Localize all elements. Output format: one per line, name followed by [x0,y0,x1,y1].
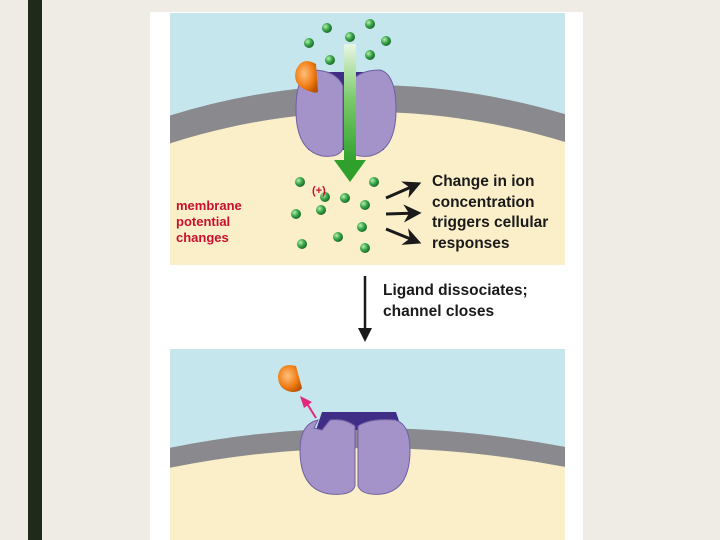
channel-subunit-right [357,419,411,495]
closed-channel-panel [170,349,565,540]
intracellular-ions [291,177,379,253]
label-line: responses [432,234,510,252]
label-line: channel closes [383,303,495,320]
ion-icon [381,36,391,46]
charge-sign-label: (+) [312,185,326,197]
ion-icon [297,239,307,249]
ion-icon [340,193,350,203]
open-channel-panel [170,13,565,265]
dissociation-arrow [300,396,317,419]
ion-icon [360,243,370,253]
ion-icon [322,23,332,33]
ion-icon [365,50,375,60]
arrow-icon [385,204,422,223]
ion-icon [365,19,375,29]
extracellular-ions [304,19,391,65]
ion-icon [345,32,355,42]
transition-arrow [358,276,372,342]
ligand-free-icon [278,365,302,392]
ligand-bound-icon [295,61,318,93]
membrane-potential-label: membrane potential changes [176,198,242,246]
ion-icon [291,209,301,219]
ion-icon [357,222,367,232]
label-line: changes [176,230,229,245]
ion-icon [360,200,370,210]
channel-subunit-left [295,69,344,157]
slide-side-bar [28,0,42,540]
response-arrows [385,181,422,245]
label-line: Change in ion [432,173,535,190]
arrow-icon [385,227,422,245]
channel-subunit-right [348,69,397,157]
ion-icon [320,192,330,202]
ion-flow-arrow [334,44,366,182]
label-line: triggers cellular [432,214,549,231]
label-line: concentration [432,193,535,211]
arrow-icon [385,181,422,200]
channel-subunit-left [299,419,356,495]
ion-icon [333,232,343,242]
label-line: membrane [176,198,242,213]
ligand-step-label: Ligand dissociates; channel closes [383,280,528,322]
ion-icon [304,38,314,48]
ion-icon [316,205,326,215]
ion-icon [369,177,379,187]
ion-change-label: Change in ion concentration triggers cel… [432,172,548,254]
ion-icon [295,177,305,187]
label-line: potential [176,214,231,229]
ion-icon [325,55,335,65]
cell-membrane [170,85,565,144]
channel-closed [299,412,411,495]
label-line: Ligand dissociates; [383,282,528,299]
cytoplasm [170,110,565,265]
